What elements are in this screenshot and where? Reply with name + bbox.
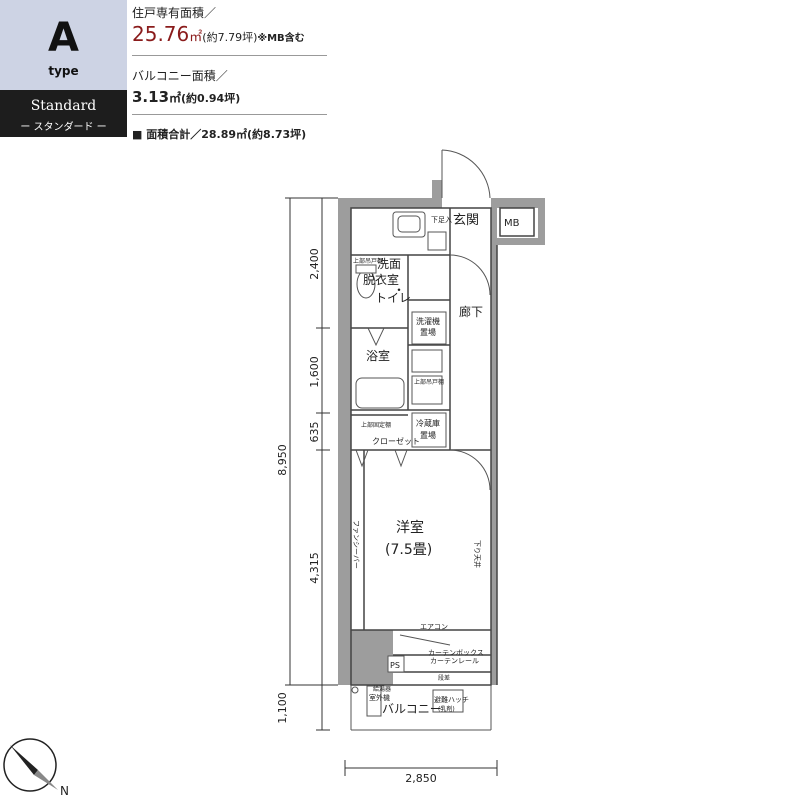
standard-badge: Standard ー スタンダード ー: [0, 90, 127, 137]
dimension-lines: [285, 197, 498, 776]
fridge-label-2: 置場: [420, 430, 436, 440]
closet-door-1: [355, 449, 369, 468]
ps-box: [387, 655, 405, 673]
dim-seg3: 635: [308, 422, 321, 443]
hallway-label: 廊下: [459, 304, 483, 319]
closet-door-2: [394, 449, 408, 468]
closet-label: クローゼット: [372, 436, 420, 446]
standard-sub: ー スタンダード ー: [20, 122, 107, 133]
dim-seg1: 2,400: [308, 248, 321, 280]
washer-label-2: 置場: [420, 327, 436, 337]
fridge-label-1: 冷蔵庫: [416, 418, 440, 428]
hatch-label-1: 避難ハッチ: [434, 695, 469, 704]
entrance-door-arc: [441, 149, 491, 199]
entrance-label: 玄関: [453, 213, 479, 228]
doors: [355, 149, 491, 646]
divider: [132, 114, 327, 115]
washroom-label-4: トイレ: [375, 291, 411, 305]
fixtures: [355, 211, 464, 717]
curtain-label-2: カーテンレール: [430, 657, 479, 665]
dim-seg2: 1,600: [308, 356, 321, 388]
shoe-cabinet: [427, 231, 447, 251]
outdoor-unit-label: 室外機: [369, 693, 390, 702]
dim-seg5: 1,100: [276, 692, 289, 724]
dim-total: 8,950: [276, 444, 289, 476]
room-labels: 玄関 MB 下足入 洗面 脱衣室 ・ トイレ 上部吊戸棚 廊下 洗濯機 置場 浴…: [352, 213, 520, 716]
upper-shelf-label-1: 上部吊戸棚: [353, 257, 383, 265]
outdoor-unit: [366, 685, 382, 717]
aircon-line: [399, 634, 451, 646]
kitchen-sink: [411, 375, 443, 405]
stove: [411, 349, 443, 373]
curtain-label-1: カーテンボックス: [428, 649, 484, 657]
washroom-label-2: 脱衣室: [363, 272, 399, 287]
type-letter: A: [48, 15, 79, 61]
bathtub: [355, 377, 405, 409]
hatch-label-2: (乳剤): [438, 705, 455, 713]
balcony-area-number: 3.13: [132, 88, 170, 106]
step-label: 段差: [438, 674, 450, 682]
fancy-bar-label: ファンシーバー: [352, 520, 360, 569]
upper-shelf-label-2: 上部吊戸棚: [414, 378, 444, 386]
balcony-area-value: 3.13㎡(約0.94坪): [132, 88, 241, 106]
partitions: [350, 207, 535, 686]
divider: [132, 55, 327, 56]
compass-label: N: [60, 784, 69, 798]
total-area: ■ 面積合計／28.89㎡(約8.73坪): [132, 128, 307, 141]
dim-seg4: 4,315: [308, 552, 321, 584]
western-room-label-2: (7.5畳): [385, 542, 432, 558]
type-badge: A type: [0, 0, 127, 90]
water-heater-label: 給湯器: [373, 685, 391, 693]
drain-icon: [351, 686, 359, 694]
private-area-value: 25.76㎡(約7.79坪)※MB含む: [132, 22, 305, 46]
type-sub: type: [48, 64, 79, 78]
washer-label-1: 洗濯機: [416, 316, 440, 326]
washroom-label-1: 洗面: [377, 257, 401, 271]
washer-space: [411, 311, 447, 345]
aircon-label: エアコン: [420, 623, 448, 631]
basin: [397, 215, 421, 233]
bath-label: 浴室: [366, 348, 390, 363]
fridge-space: [411, 412, 447, 448]
western-room-label-1: 洋室: [396, 519, 424, 536]
room-door-arc: [449, 449, 491, 491]
balcony-area-label: バルコニー面積／: [132, 69, 228, 83]
downlight-label: 下り天井: [473, 540, 482, 568]
private-area-label: 住戸専有面積／: [132, 6, 217, 20]
standard-title: Standard: [30, 98, 97, 114]
compass-icon: [3, 738, 58, 792]
shoes-label: 下足入: [431, 216, 452, 224]
hatch: [432, 689, 464, 713]
toilet-tank: [355, 264, 377, 274]
walls: [338, 180, 545, 685]
washroom-label-3: ・: [393, 283, 405, 297]
bath-door: [367, 327, 385, 347]
ps-label: PS: [390, 661, 400, 670]
dim-width: 2,850: [405, 772, 437, 785]
balcony-area: [350, 685, 492, 731]
private-area-number: 25.76: [132, 22, 190, 46]
upper-shelf-label-3: 上部固定棚: [361, 421, 391, 429]
mb-label: MB: [504, 218, 520, 229]
dimension-labels: 8,950 2,400 1,600 635 4,315 1,100 2,850 …: [60, 248, 437, 798]
washroom-door-arc: [449, 254, 491, 296]
balcony-label: バルコニー: [382, 702, 442, 716]
